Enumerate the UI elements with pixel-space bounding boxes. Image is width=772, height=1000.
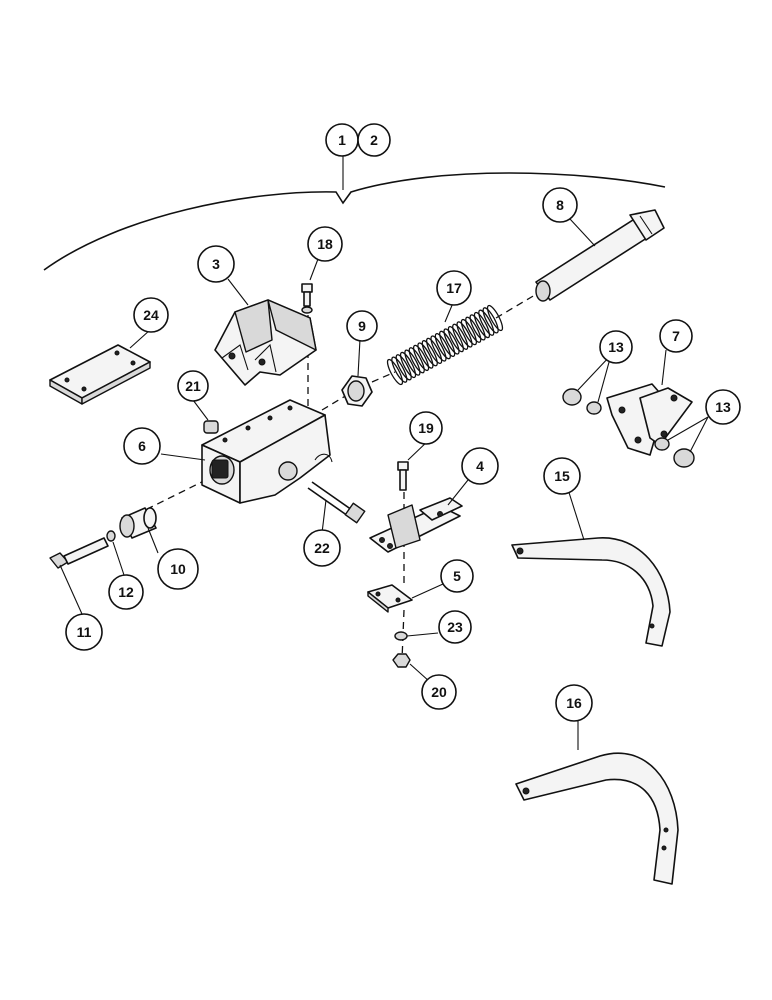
callout-23: 23 [438,610,472,644]
part-shank-15 [511,537,671,647]
callout-19: 19 [409,411,443,445]
spring-coil [465,316,482,343]
part-washer-12 [106,530,116,542]
callout-13-left: 13 [599,330,633,364]
callout-label: 12 [118,584,134,600]
part-flange-9 [341,375,373,407]
callout-label: 20 [431,684,447,700]
spring-coil [408,347,425,374]
callout-2: 2 [357,123,391,157]
callout-9: 9 [346,310,378,342]
spring-coil [482,307,499,334]
callout-label: 13 [608,339,624,355]
callout-label: 3 [212,256,220,272]
part-bolt-19 [397,461,409,491]
part-housing-6 [201,399,333,504]
part-hinge-4 [369,497,463,553]
callout-label: 2 [370,132,378,148]
part-nut-21 [203,420,219,434]
callout-label: 4 [476,458,484,474]
callout-label: 5 [453,568,461,584]
spring-coil [421,340,438,367]
callout-label: 13 [715,399,731,415]
callout-4: 4 [461,447,499,485]
callout-16: 16 [555,684,593,722]
callout-label: 23 [447,619,463,635]
part-spring-17 [386,304,504,386]
callout-label: 24 [143,307,159,323]
callout-21: 21 [177,370,209,402]
spring-coil [399,351,417,379]
callout-15: 15 [543,457,581,495]
part-bushings-13 [562,388,695,468]
part-bolt-11 [49,537,109,569]
part-bolt-22 [307,481,366,524]
callout-5: 5 [440,559,474,593]
callout-label: 21 [185,378,201,394]
spring-coil [452,323,469,350]
callout-label: 16 [566,695,582,711]
callout-8: 8 [542,187,578,223]
callout-label: 8 [556,197,564,213]
part-washer-23 [394,631,408,641]
spring-coil [434,333,451,360]
callout-label: 9 [358,318,366,334]
callout-label: 17 [446,280,462,296]
spring-coil [469,314,486,341]
callout-11: 11 [65,613,103,651]
spring-coil [447,325,464,353]
spring-coil [391,356,408,383]
callout-label: 22 [314,540,330,556]
callout-20: 20 [421,674,457,710]
part-bolt-18 [301,283,313,314]
callout-6: 6 [123,427,161,465]
assembly-brace [43,172,666,271]
callout-3: 3 [197,245,235,283]
callout-13-right: 13 [705,389,741,425]
spring-coil [473,311,491,339]
spring-coil [478,309,495,336]
spring-coil [426,337,443,365]
spring-coil [456,321,473,348]
part-shank-16 [515,752,679,885]
spring-coil [443,328,460,355]
part-tube-8 [535,209,665,302]
callout-label: 6 [138,438,146,454]
callout-label: 19 [418,420,434,436]
spring-coil [395,354,412,381]
part-nut-20 [392,653,411,668]
spring-coil [386,358,404,386]
spring-coil [430,335,447,362]
part-plate-24 [49,344,151,405]
part-bracket-3 [214,299,317,386]
callout-label: 7 [672,328,680,344]
callout-12: 12 [108,574,144,610]
spring-coil [486,304,504,332]
spring-coil [404,349,421,376]
callout-1: 1 [325,123,359,157]
callout-label: 11 [77,624,92,640]
spring-coil [417,342,434,369]
callout-24: 24 [133,297,169,333]
leader-lines [59,154,709,750]
callout-label: 18 [317,236,333,252]
spring-coil [460,318,478,346]
callout-10: 10 [157,548,199,590]
callout-22: 22 [303,529,341,567]
part-bushing-10 [119,507,157,539]
callout-7: 7 [659,319,693,353]
spring-coil [439,330,456,357]
callout-label: 1 [338,132,346,148]
part-plate-5 [367,584,413,613]
callout-label: 10 [170,561,186,577]
part-bracket-7 [606,383,693,456]
callout-18: 18 [307,226,343,262]
spring-coil [412,344,430,372]
callout-17: 17 [436,270,472,306]
callout-label: 15 [554,468,570,484]
